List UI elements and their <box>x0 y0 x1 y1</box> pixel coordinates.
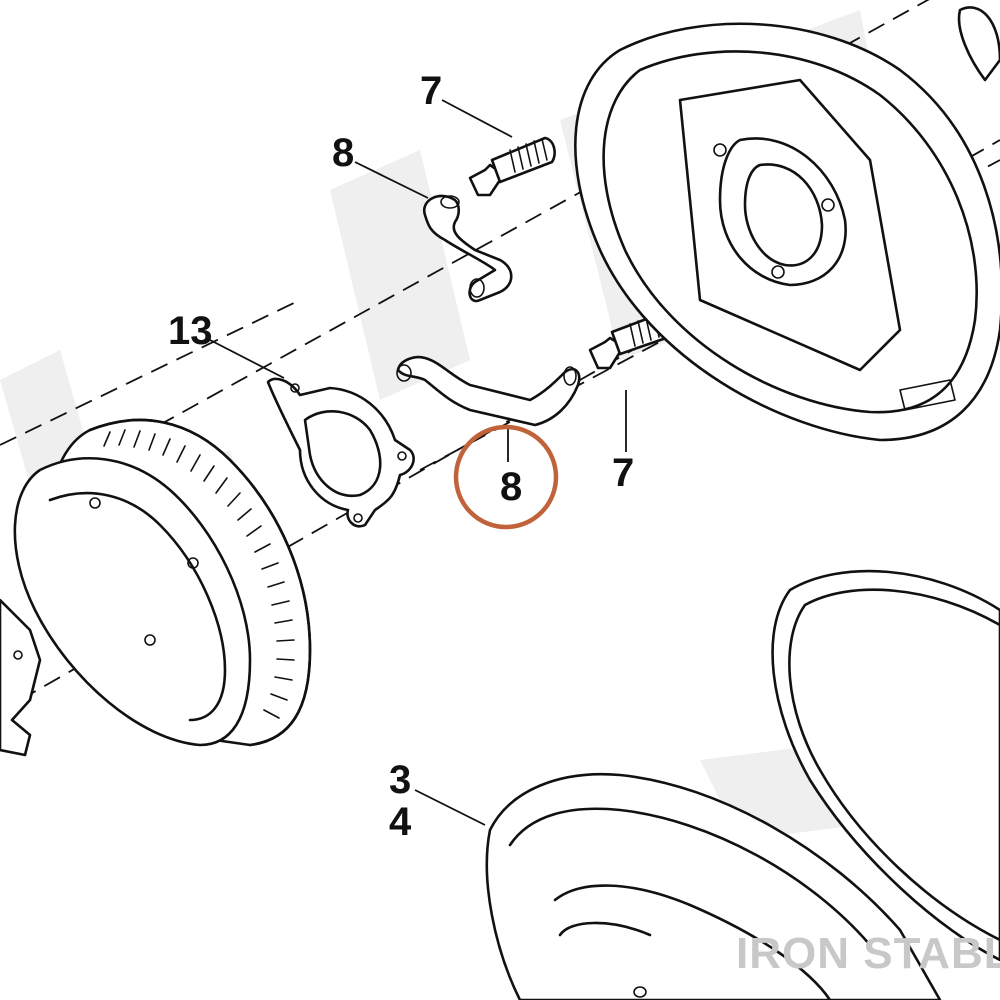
air-cleaner-cover <box>485 772 942 1000</box>
callout-bolt-upper: 7 <box>420 69 442 113</box>
callout-labels: 7 8 13 7 8 3 4 <box>168 69 634 844</box>
bolt-upper <box>468 136 556 197</box>
mounting-bracket <box>0 598 42 757</box>
callout-bolt-lower: 7 <box>612 451 634 495</box>
backplate-housing <box>574 6 1000 442</box>
air-filter-element <box>13 418 312 747</box>
cover-trim-ring <box>771 569 1000 962</box>
callout-hose-upper: 8 <box>332 131 354 175</box>
highlight-ring <box>453 424 559 530</box>
callout-hose-lower: 8 <box>500 465 522 509</box>
brand-watermark: IRON STABLE <box>736 929 1000 978</box>
callout-cover-a: 3 <box>389 758 411 802</box>
callout-cover-b: 4 <box>389 800 412 844</box>
callout-gasket: 13 <box>168 309 213 353</box>
breather-hose-upper <box>422 194 513 303</box>
gasket <box>266 377 415 528</box>
breather-hose-lower <box>396 355 581 427</box>
leader-lines <box>209 99 627 826</box>
